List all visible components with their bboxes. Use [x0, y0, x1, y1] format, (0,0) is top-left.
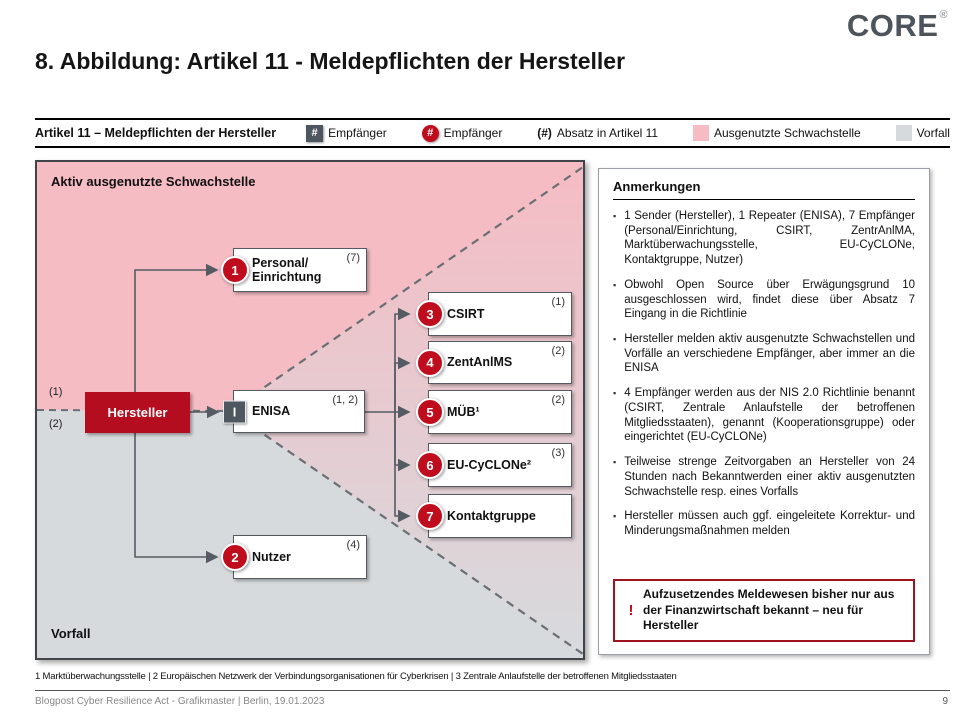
node-number-badge: 6 — [416, 451, 444, 479]
bullet-text: 4 Empfänger werden aus der NIS 2.0 Richt… — [624, 387, 915, 444]
legend-items: # Empfänger # Empfänger (#) Absatz in Ar… — [306, 124, 950, 142]
bullet-text: 1 Sender (Hersteller), 1 Repeater (ENISA… — [624, 210, 915, 267]
bullet-text: Teilweise strenge Zeitvorgaben an Herste… — [624, 456, 915, 498]
gray-swatch-icon — [895, 125, 912, 141]
node-label: ZentAnlMS — [447, 355, 513, 370]
legend-item-absatz: (#) Absatz in Artikel 11 — [537, 126, 658, 140]
registered-mark: ® — [939, 9, 948, 21]
annotation-bullet: ▪ Obwohl Open Source über Erwägungsgrund … — [613, 278, 915, 322]
node-label: MÜB¹ — [447, 404, 480, 419]
annotations-title: Anmerkungen — [613, 179, 915, 200]
bullet-text: Hersteller müssen auch ggf. eingeleitete… — [624, 510, 915, 537]
hersteller-label: Hersteller — [107, 405, 168, 420]
gray-number-badge-icon: # — [306, 124, 324, 142]
bullet-icon: ▪ — [613, 457, 617, 468]
enisa-label: ENISA — [252, 404, 291, 419]
absatz-ref: (1) — [551, 296, 565, 308]
absatz-ref: (2) — [551, 394, 565, 406]
node-csirt: 3 CSIRT (1) — [416, 292, 572, 336]
node-mueb: 5 MÜB¹ (2) — [416, 390, 572, 434]
red-number-badge-icon: # — [421, 124, 439, 142]
bullet-icon: ▪ — [613, 388, 617, 399]
legend-heading: Artikel 11 – Meldepflichten der Herstell… — [35, 126, 277, 140]
annotation-bullet: ▪ Hersteller müssen auch ggf. eingeleitet… — [613, 509, 915, 538]
footer-source: Blogpost Cyber Resilience Act - Grafikma… — [35, 696, 325, 707]
zone-label-schwachstelle: Aktiv ausgenutzte Schwachstelle — [51, 174, 256, 189]
bullet-text: Obwohl Open Source über Erwägungsgrund 1… — [624, 278, 915, 321]
node-number-badge: 7 — [416, 502, 444, 530]
node-nutzer: 2 Nutzer (4) — [221, 535, 367, 579]
legend-item-schwachstelle: Ausgenutzte Schwachstelle — [692, 125, 861, 141]
zone-label-vorfall: Vorfall — [51, 626, 91, 641]
bullet-icon: ▪ — [613, 511, 617, 522]
hersteller-box: Hersteller — [85, 392, 190, 433]
annotation-bullet: ▪ 1 Sender (Hersteller), 1 Repeater (ENIS… — [613, 209, 915, 268]
legend-label: Empfänger — [328, 126, 387, 140]
absatz-ref: (4) — [346, 539, 360, 551]
legend-label: Absatz in Artikel 11 — [556, 126, 659, 140]
logo-text: CORE — [846, 8, 939, 43]
bullet-icon: ▪ — [613, 279, 617, 290]
annotations-panel: Anmerkungen ▪ 1 Sender (Hersteller), 1 Re… — [598, 168, 930, 655]
absatz-ref: (1, 2) — [332, 394, 358, 406]
node-label: CSIRT — [447, 306, 485, 321]
legend-label: Vorfall — [916, 126, 950, 140]
node-label: Nutzer — [252, 549, 291, 564]
legend-item-vorfall: Vorfall — [895, 125, 950, 141]
absatz-ref: (2) — [551, 345, 565, 357]
node-number-badge: 1 — [221, 256, 249, 284]
absatz-ref: (3) — [551, 447, 565, 459]
node-number-badge: 3 — [416, 300, 444, 328]
absatz-ref: (7) — [346, 252, 360, 264]
node-number-badge: 4 — [416, 348, 444, 377]
legend-item-empfaenger: # Empfänger — [421, 124, 503, 142]
flow-diagram: Aktiv ausgenutzte Schwachstelle Vorfall … — [35, 160, 585, 660]
annotation-bullet: ▪ Teilweise strenge Zeitvorgaben an Herst… — [613, 455, 915, 499]
annotation-bullet: ▪ 4 Empfänger werden aus der NIS 2.0 Rich… — [613, 386, 915, 445]
legend-label: Ausgenutzte Schwachstelle — [713, 126, 861, 140]
node-eu-cyclone: 6 EU-CyCLONe² (3) — [416, 443, 572, 487]
node-zentanlms: 4 ZentAnlMS (2) — [416, 341, 572, 384]
warning-text: Aufzusetzendes Meldewesen bisher nur aus… — [643, 587, 895, 633]
node-kontaktgruppe: 7 Kontaktgruppe — [416, 494, 572, 538]
bullet-icon: ▪ — [613, 211, 617, 221]
exclamation-icon: ! — [628, 602, 634, 620]
page-number: 9 — [942, 696, 948, 707]
warning-callout: ! Aufzusetzendes Meldewesen bisher nur a… — [613, 579, 915, 642]
absatz-out-2: (2) — [49, 418, 63, 430]
core-logo: CORE® — [847, 8, 948, 44]
legend-bar: Artikel 11 – Meldepflichten der Herstell… — [35, 118, 950, 148]
legend-item-repeater: # Empfänger — [306, 124, 387, 142]
enisa-box: I ENISA (1, 2) — [223, 390, 365, 433]
node-label: Kontaktgruppe — [447, 508, 536, 523]
footnote: 1 Marktüberwachungsstelle | 2 Europäisch… — [35, 671, 677, 682]
legend-label: Empfänger — [443, 126, 503, 140]
node-personal-einrichtung: 1 Personal/ Einrichtung (7) — [221, 248, 367, 292]
annotation-bullet: ▪ Hersteller melden aktiv ausgenutzte Sch… — [613, 332, 915, 376]
bullet-text: Hersteller melden aktiv ausgenutzte Schw… — [624, 333, 915, 375]
repeater-badge: I — [223, 400, 246, 423]
absatz-out-1: (1) — [49, 386, 63, 398]
slide-title: 8. Abbildung: Artikel 11 - Meldepflichte… — [35, 48, 626, 74]
node-label: Personal/ Einrichtung — [252, 255, 322, 284]
node-number-badge: 2 — [221, 543, 249, 571]
node-label: EU-CyCLONe² — [447, 457, 532, 472]
paren-symbol: (#) — [537, 126, 552, 140]
footer-divider — [35, 690, 950, 691]
pink-swatch-icon — [692, 125, 709, 141]
node-number-badge: 5 — [416, 398, 444, 426]
bullet-icon: ▪ — [613, 334, 617, 345]
